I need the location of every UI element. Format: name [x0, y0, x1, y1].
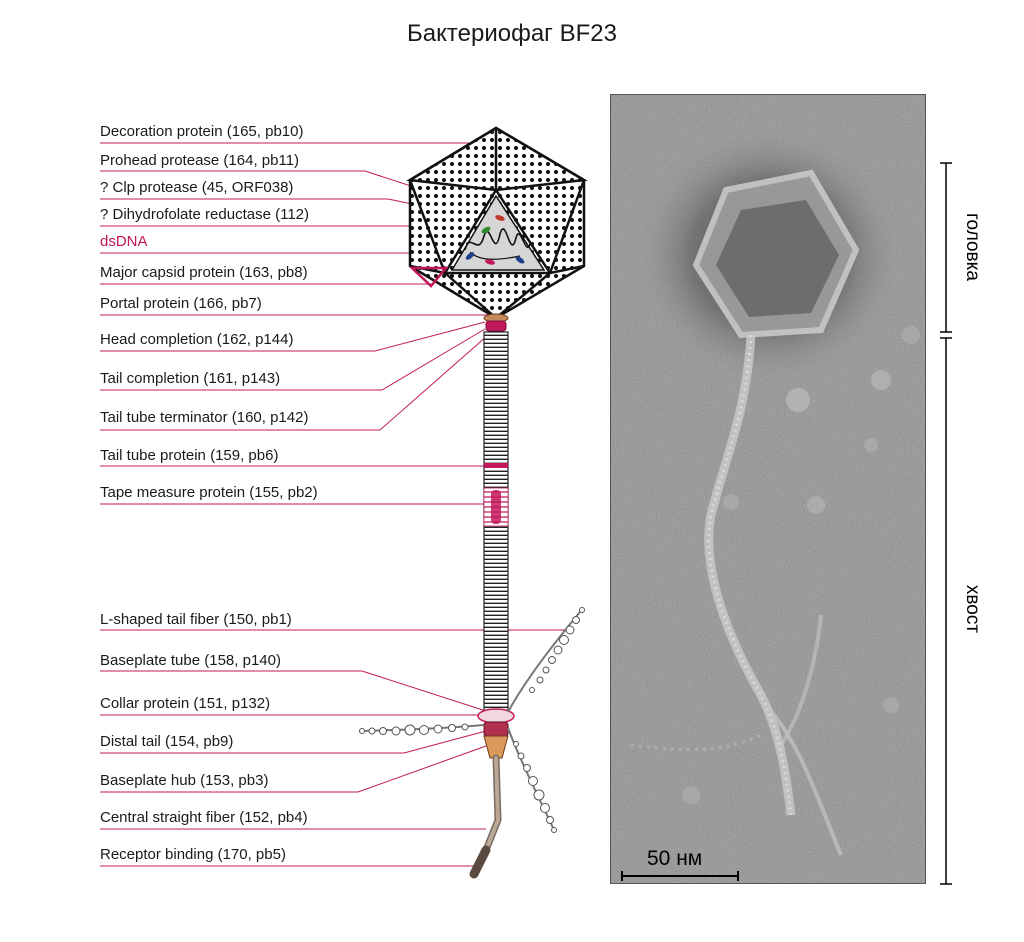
dhfr-marker-red [495, 215, 505, 221]
label-prohead-protease: Prohead protease (164, pb11) [100, 152, 300, 169]
leader-line-head-completion [100, 321, 486, 352]
label-receptor-binding: Receptor binding (170, pb5) [100, 846, 286, 863]
region-brackets [940, 162, 952, 885]
l-shaped-tail-fiber-right-up [507, 607, 585, 713]
label-clp-protease: ? Clp protease (45, ORF038) [100, 179, 294, 196]
l-shaped-tail-fiber-right-down [507, 727, 557, 833]
protease-marker-blue [465, 252, 475, 260]
leader-line-tail-terminator [100, 335, 488, 431]
label-head-completion: Head completion (162, p144) [100, 331, 294, 348]
leader-line-tail-completion [100, 328, 486, 391]
scale-bar-label: 50 нм [647, 847, 703, 870]
baseplate-hub [483, 735, 509, 759]
label-dihydrofolate-reductase: ? Dihydrofolate reductase (112) [100, 206, 310, 223]
label-baseplate-hub: Baseplate hub (153, pb3) [100, 772, 269, 789]
label-dsdna: dsDNA [100, 233, 148, 250]
leader-line-baseplate-tube [100, 670, 493, 714]
dna-compartment [450, 194, 546, 271]
label-tape-measure-protein: Tape measure protein (155, pb2) [100, 484, 318, 501]
l-shaped-tail-fiber-left [359, 723, 485, 736]
label-portal-protein: Portal protein (166, pb7) [100, 295, 262, 312]
label-decoration-protein: Decoration protein (165, pb10) [100, 123, 304, 140]
label-major-capsid-protein: Major capsid protein (163, pb8) [100, 264, 308, 281]
figure-title: Бактериофаг BF23 [407, 20, 617, 47]
protease-marker-green [481, 226, 491, 234]
head-completion-ring [485, 320, 507, 332]
distal-tail [483, 721, 509, 737]
label-tail-completion: Tail completion (161, p143) [100, 370, 281, 387]
label-distal-tail: Distal tail (154, pb9) [100, 733, 234, 750]
major-capsid-highlight [408, 266, 449, 288]
capsid-head [406, 126, 588, 320]
dsdna-coil [464, 228, 531, 251]
label-collar-protein: Collar protein (151, p132) [100, 695, 271, 712]
label-tail-tube-terminator: Tail tube terminator (160, p142) [100, 409, 309, 426]
leader-line-distal-tail [100, 730, 487, 754]
receptor-binding-tip [469, 845, 491, 879]
leader-line-baseplate-hub [100, 745, 487, 793]
label-l-shaped-tail-fiber: L-shaped tail fiber (150, pb1) [100, 611, 292, 628]
electron-micrograph [610, 94, 926, 884]
label-tail-tube-protein: Tail tube protein (159, pb6) [100, 447, 279, 464]
label-baseplate-tube: Baseplate tube (158, p140) [100, 652, 281, 669]
tail-tube-protein-ring [484, 463, 508, 468]
label-central-straight-fiber: Central straight fiber (152, pb4) [100, 809, 308, 826]
